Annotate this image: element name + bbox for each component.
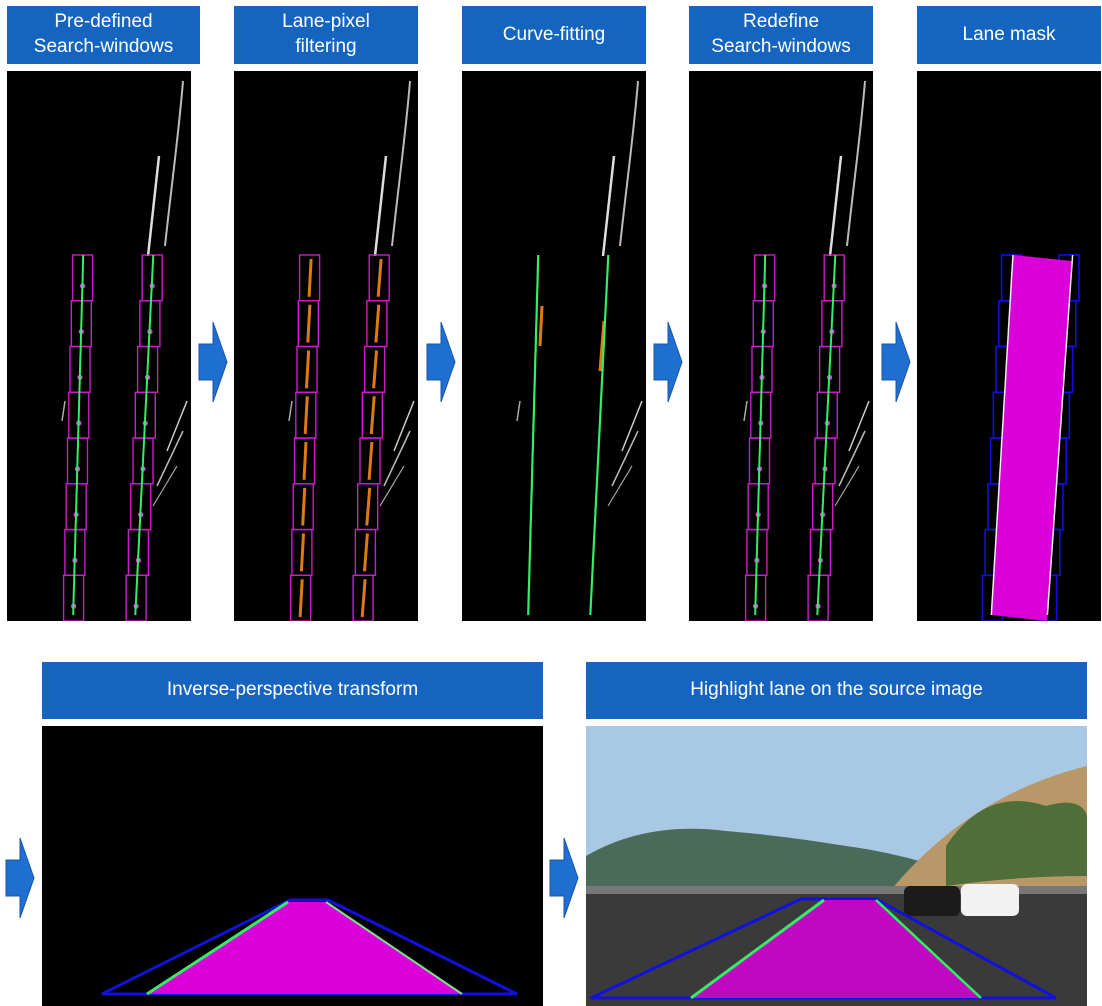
step-label-3: Curve-fitting	[502, 23, 606, 45]
noise-streak	[621, 400, 643, 452]
step-label-5: Lane mask	[962, 23, 1056, 45]
lane-pixels-left	[306, 304, 312, 343]
noise-streak	[848, 400, 870, 452]
noise-streak	[601, 155, 616, 257]
noise-streak	[846, 80, 866, 247]
flow-arrow-6	[549, 837, 579, 919]
left-lane-fit	[754, 254, 767, 616]
flow-arrow-5	[5, 837, 35, 919]
search-window-right	[352, 574, 374, 621]
noise-streak	[383, 430, 411, 487]
overlay-label: Highlight lane on the source image	[690, 679, 983, 701]
lane-pixels-left	[302, 441, 308, 480]
lane-pixels-right	[367, 441, 374, 480]
overlay-lane-mask	[691, 900, 981, 998]
car-dark	[904, 886, 960, 916]
noise-streak	[619, 80, 639, 247]
search-window-right	[125, 574, 147, 621]
lane-pixels-left	[305, 350, 311, 389]
noise-streak	[146, 155, 161, 257]
warp-right-line	[325, 901, 463, 995]
search-window-right	[807, 574, 829, 621]
noise-streak	[156, 430, 184, 487]
noise-streak	[379, 465, 405, 507]
step-header-2: Lane-pixel filtering	[234, 6, 418, 64]
noise-streak	[61, 400, 66, 422]
trees	[946, 801, 1087, 886]
lane-pixels-right	[372, 350, 378, 389]
noise-streak	[611, 430, 639, 487]
lane-pixels-left	[538, 305, 544, 347]
left-lane-fit	[72, 254, 85, 616]
noise-streak	[391, 80, 411, 247]
noise-streak	[834, 465, 860, 507]
noise-streak	[743, 400, 748, 422]
noise-streak	[152, 465, 178, 507]
right-lane-fit	[589, 254, 610, 616]
overlay-header: Highlight lane on the source image	[586, 662, 1087, 719]
step-label-1: Pre-defined Search-windows	[33, 11, 174, 57]
flow-arrow-4	[881, 321, 911, 403]
left-lane-fit	[527, 254, 540, 616]
warp-lane-mask	[147, 902, 462, 994]
search-window-left	[289, 574, 312, 621]
lane-pixels-right	[360, 579, 367, 618]
lane-pixels-left	[307, 258, 313, 297]
right-lane-fit	[134, 254, 155, 616]
step-header-5: Lane mask	[917, 6, 1101, 64]
step-header-1: Pre-defined Search-windows	[7, 6, 200, 64]
lane-pixels-right	[363, 533, 369, 572]
flow-arrow-1	[198, 321, 228, 403]
noise-streak	[164, 80, 184, 247]
warp-image	[42, 726, 543, 1006]
car-white	[961, 884, 1019, 916]
warp-label: Inverse-perspective transform	[166, 679, 419, 701]
noise-streak	[393, 400, 415, 452]
overlay-left-line	[690, 898, 825, 1000]
step-label-2: Lane-pixel filtering	[282, 11, 370, 57]
warp-header: Inverse-perspective transform	[42, 662, 543, 719]
noise-streak	[373, 155, 388, 257]
noise-streak	[166, 400, 188, 452]
lane-pixels-left	[298, 579, 304, 618]
step-image-2	[234, 71, 418, 621]
step-image-1	[7, 71, 191, 621]
step-image-3	[462, 71, 646, 621]
hills	[586, 828, 966, 901]
lane-pixels-right	[374, 304, 381, 343]
noise-streak	[516, 400, 521, 422]
lane-pixels-left	[299, 533, 305, 572]
left-lane-edge	[990, 254, 1014, 616]
lane-pixels-right	[369, 396, 376, 435]
noise-streak	[828, 155, 843, 257]
lane-pixels-right	[365, 487, 372, 526]
lane-pixels-right	[598, 320, 606, 372]
step-image-4	[689, 71, 873, 621]
lane-pixels-right	[376, 258, 383, 297]
warp-left-line	[146, 900, 289, 996]
step-header-4: Redefine Search-windows	[689, 6, 873, 64]
noise-streak	[607, 465, 633, 507]
flow-arrow-3	[653, 321, 683, 403]
noise-streak	[288, 400, 293, 422]
overlay-image	[586, 726, 1087, 1006]
right-lane-edge	[1046, 254, 1074, 616]
step-image-5	[917, 71, 1101, 621]
guardrail	[586, 886, 1087, 894]
step-header-3: Curve-fitting	[462, 6, 646, 64]
flow-arrow-2	[426, 321, 456, 403]
lane-pixels-left	[301, 487, 307, 526]
noise-streak	[838, 430, 866, 487]
lane-pixels-left	[303, 396, 309, 435]
overlay-right-line	[875, 899, 982, 999]
lane-mask-fill	[991, 255, 1073, 621]
step-label-4: Redefine Search-windows	[711, 11, 851, 57]
right-lane-fit	[816, 254, 837, 616]
